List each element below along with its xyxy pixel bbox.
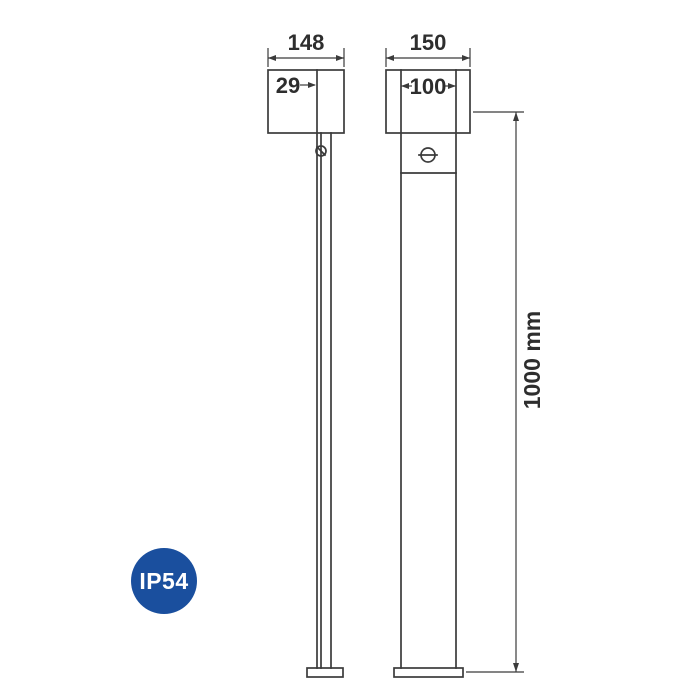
side-view-screw-slot — [315, 145, 327, 157]
dim-1000mm-label: 1000 mm — [519, 311, 545, 409]
side-view-head — [267, 69, 345, 134]
ip54-badge: IP54 — [131, 548, 197, 614]
dim-29-label: 29 — [276, 73, 300, 98]
side-view — [267, 69, 345, 678]
dim-150-label: 150 — [410, 30, 447, 55]
dim-pole-width: 100 — [401, 74, 456, 99]
ip54-badge-label: IP54 — [139, 568, 188, 594]
side-view-base-plate — [306, 667, 344, 678]
dim-head-offset: 29 — [276, 73, 316, 98]
dim-100-label: 100 — [410, 74, 447, 99]
front-view-base-plate — [393, 667, 464, 678]
side-view-screw-icon — [315, 145, 327, 157]
front-view-head — [385, 69, 471, 134]
dim-148-label: 148 — [288, 30, 325, 55]
dim-head-width-front: 150 — [385, 30, 471, 67]
front-view — [385, 69, 471, 678]
dim-head-width-side: 148 — [267, 30, 345, 67]
ip54-badge-circle — [131, 548, 197, 614]
dim-total-height: 1000 mm — [466, 111, 545, 673]
